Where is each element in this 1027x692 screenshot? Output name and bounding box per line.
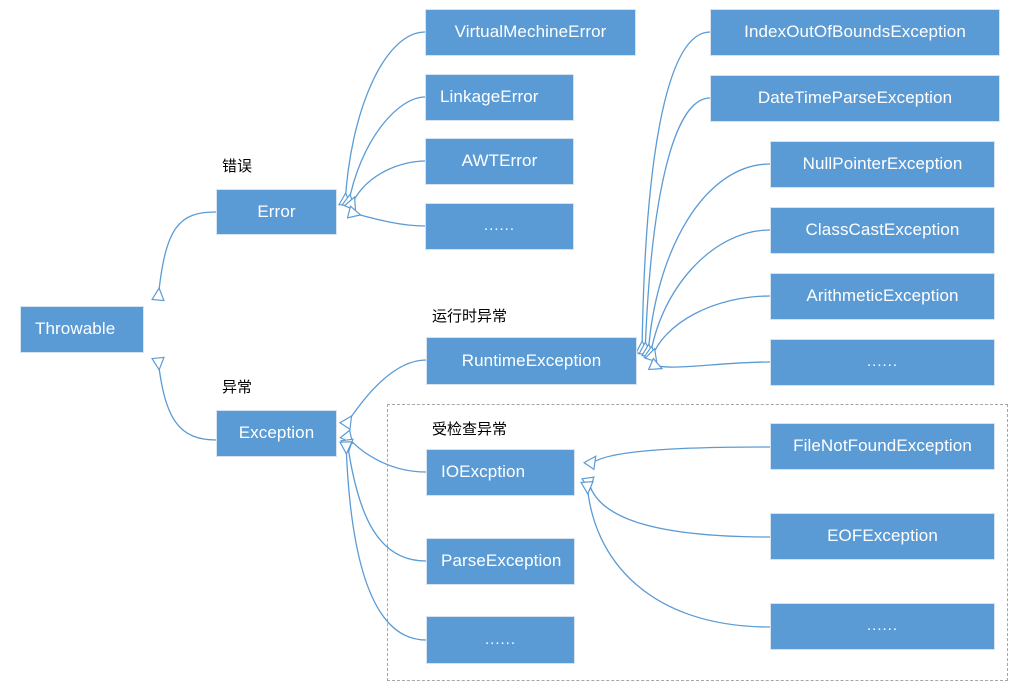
node-awt-error[interactable]: AWTError (425, 138, 574, 185)
node-exception-label: Exception (238, 423, 315, 443)
caption-exception: 异常 (222, 379, 253, 396)
node-eof-exception-label: EOFException (827, 526, 938, 546)
node-runtime-more[interactable]: ...... (770, 339, 995, 386)
node-error[interactable]: Error (216, 189, 337, 235)
node-arithmetic-exception-label: ArithmeticException (806, 286, 959, 306)
node-virtual-machine-error[interactable]: VirtualMechineError (425, 9, 636, 56)
node-index-out-of-bounds-exception[interactable]: IndexOutOfBoundsException (710, 9, 1000, 56)
node-null-pointer-exception[interactable]: NullPointerException (770, 141, 995, 188)
node-file-not-found-exception-label: FileNotFoundException (793, 436, 972, 456)
node-linkage-error-label: LinkageError (440, 87, 539, 107)
node-io-more-label: ...... (866, 617, 898, 635)
node-null-pointer-exception-label: NullPointerException (802, 154, 963, 174)
node-date-time-parse-exception-label: DateTimeParseException (757, 88, 953, 108)
node-parse-exception[interactable]: ParseException (426, 538, 575, 585)
node-eof-exception[interactable]: EOFException (770, 513, 995, 560)
node-throwable[interactable]: Throwable (20, 306, 144, 353)
node-runtime-more-label: ...... (866, 353, 898, 371)
node-class-cast-exception-label: ClassCastException (805, 220, 960, 240)
node-io-more[interactable]: ...... (770, 603, 995, 650)
node-arithmetic-exception[interactable]: ArithmeticException (770, 273, 995, 320)
node-exception[interactable]: Exception (216, 410, 337, 457)
caption-checked-exception: 受检查异常 (432, 421, 508, 438)
caption-runtime-exception: 运行时异常 (432, 308, 508, 325)
node-throwable-label: Throwable (35, 319, 116, 339)
node-awt-error-label: AWTError (461, 151, 538, 171)
node-runtime-exception[interactable]: RuntimeException (426, 337, 637, 385)
node-error-more-label: ...... (483, 217, 515, 235)
node-index-out-of-bounds-exception-label: IndexOutOfBoundsException (744, 22, 966, 42)
node-error-more[interactable]: ...... (425, 203, 574, 250)
node-class-cast-exception[interactable]: ClassCastException (770, 207, 995, 254)
node-exception-more[interactable]: ...... (426, 616, 575, 664)
node-virtual-machine-error-label: VirtualMechineError (454, 22, 607, 42)
node-exception-more-label: ...... (484, 630, 516, 648)
node-io-exception-label: IOExcption (441, 462, 526, 482)
caption-error: 错误 (222, 158, 253, 175)
node-runtime-exception-label: RuntimeException (461, 350, 602, 370)
node-error-label: Error (257, 201, 296, 221)
node-parse-exception-label: ParseException (441, 551, 562, 571)
node-io-exception[interactable]: IOExcption (426, 449, 575, 496)
node-date-time-parse-exception[interactable]: DateTimeParseException (710, 75, 1000, 122)
node-linkage-error[interactable]: LinkageError (425, 74, 574, 121)
node-file-not-found-exception[interactable]: FileNotFoundException (770, 423, 995, 470)
